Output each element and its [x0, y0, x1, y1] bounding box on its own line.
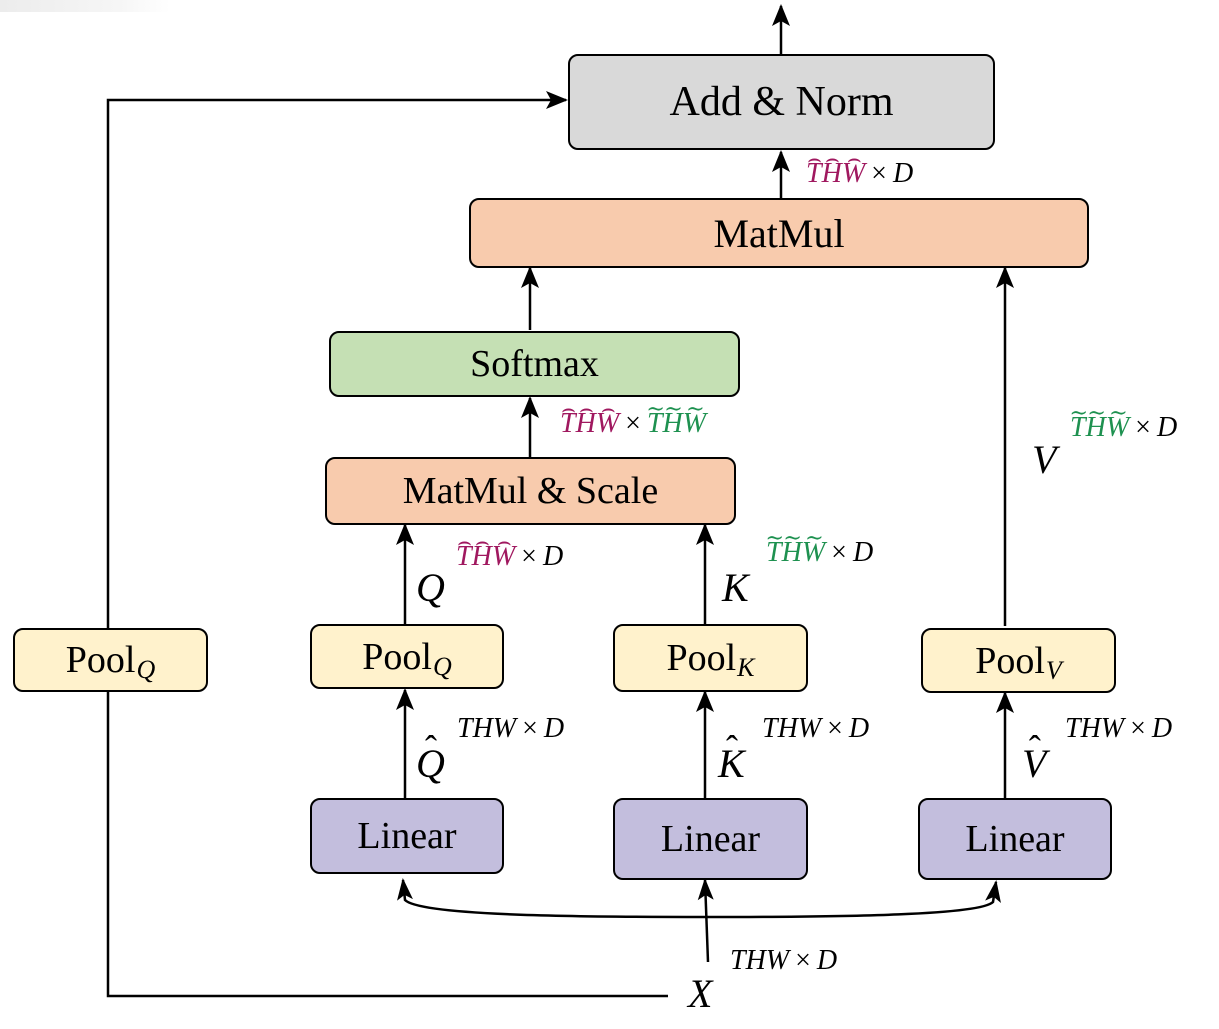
v-hat-symbol: V [1022, 740, 1046, 787]
dim-d: D [1156, 412, 1178, 443]
arrow-x-to-linearq [397, 878, 706, 919]
pool-label: Pool [666, 637, 737, 679]
dim-w: W [596, 408, 619, 440]
linear-label: Linear [660, 818, 761, 860]
k-hat-dims-label: THW×D [762, 713, 869, 745]
pool-label: Pool [362, 635, 432, 678]
pool-label: Pool [975, 639, 1045, 682]
linear-v-box: Linear [918, 798, 1112, 880]
dim-d: D [816, 945, 838, 976]
pool-subscript: Q [136, 655, 156, 684]
matmul-label: MatMul [713, 210, 845, 256]
softmax-box: Softmax [329, 331, 740, 397]
x-dims-label: THW×D [730, 945, 837, 977]
times-sign: × [871, 158, 887, 189]
dim-w: W [842, 158, 865, 190]
x-symbol: X [688, 971, 713, 1016]
times-sign: × [831, 537, 847, 568]
arrow-x-to-lineark [697, 878, 714, 963]
dim-h: H [782, 537, 802, 569]
q-symbol: Q [416, 565, 445, 610]
dim-d: D [892, 158, 914, 189]
residual-path-upper [106, 91, 568, 628]
dim-w: W [802, 537, 825, 569]
dim-h: H [1086, 412, 1106, 444]
dim-d: D [543, 713, 565, 744]
times-sign: × [1130, 713, 1146, 744]
dim-t: T [766, 537, 782, 569]
softmax-label: Softmax [470, 343, 599, 385]
k-hat: K [718, 740, 745, 787]
times-sign: × [625, 408, 641, 439]
output-dims-label: THW×D [806, 158, 913, 190]
pool-subscript: Q [432, 651, 452, 681]
q-hat: Q [416, 740, 445, 787]
attention-dims-label: THW×THW [560, 408, 706, 440]
dim-w: W [1106, 412, 1129, 444]
times-sign: × [522, 713, 538, 744]
matmul-scale-label: MatMul & Scale [402, 470, 659, 512]
dim-t: T [456, 541, 472, 573]
q-hat-dims-label: THW×D [457, 713, 564, 745]
pool-label: Pool [65, 639, 136, 681]
top-edge-shading [0, 0, 170, 12]
k-dims-label: THW×D [766, 537, 873, 569]
dim-w: W [683, 408, 706, 440]
linear-q-box: Linear [310, 798, 504, 874]
matmul-box: MatMul [469, 198, 1089, 268]
dim-thw: THW [457, 713, 517, 744]
dim-h: H [822, 158, 842, 190]
dim-d: D [852, 537, 874, 568]
dim-h: H [576, 408, 596, 440]
q-hat-symbol: Q [416, 740, 445, 787]
linear-label: Linear [965, 818, 1065, 860]
times-sign: × [521, 541, 537, 572]
residual-path [106, 692, 668, 998]
times-sign: × [827, 713, 843, 744]
v-hat-dims-label: THW×D [1065, 713, 1172, 745]
times-sign: × [795, 945, 811, 976]
v-dims-label: THW×D [1070, 412, 1177, 444]
dim-thw: THW [762, 713, 822, 744]
dim-t: T [1070, 412, 1086, 444]
k-hat-symbol: K [718, 740, 745, 787]
dim-d: D [1151, 713, 1173, 744]
matmul-scale-box: MatMul & Scale [325, 457, 736, 525]
dim-h: H [472, 541, 492, 573]
linear-label: Linear [357, 815, 457, 857]
dim-t: T [560, 408, 576, 440]
arrow-x-to-linearv [704, 880, 1001, 919]
linear-k-box: Linear [613, 798, 808, 880]
k-symbol: K [722, 565, 749, 610]
dim-d: D [542, 541, 564, 572]
add-norm-box: Add & Norm [568, 54, 995, 150]
dim-thw: THW [1065, 713, 1125, 744]
q-dims-label: THW×D [456, 541, 563, 573]
v-symbol: V [1032, 437, 1057, 482]
dim-h: H [663, 408, 683, 440]
dim-t: T [806, 158, 822, 190]
dim-t: T [647, 408, 663, 440]
dim-w: W [492, 541, 515, 573]
pool-subscript: K [737, 653, 755, 682]
pool-subscript: V [1045, 655, 1062, 685]
times-sign: × [1135, 412, 1151, 443]
dim-d: D [848, 713, 870, 744]
v-hat: V [1022, 740, 1046, 787]
dim-thw: THW [730, 945, 790, 976]
add-norm-label: Add & Norm [669, 79, 894, 125]
